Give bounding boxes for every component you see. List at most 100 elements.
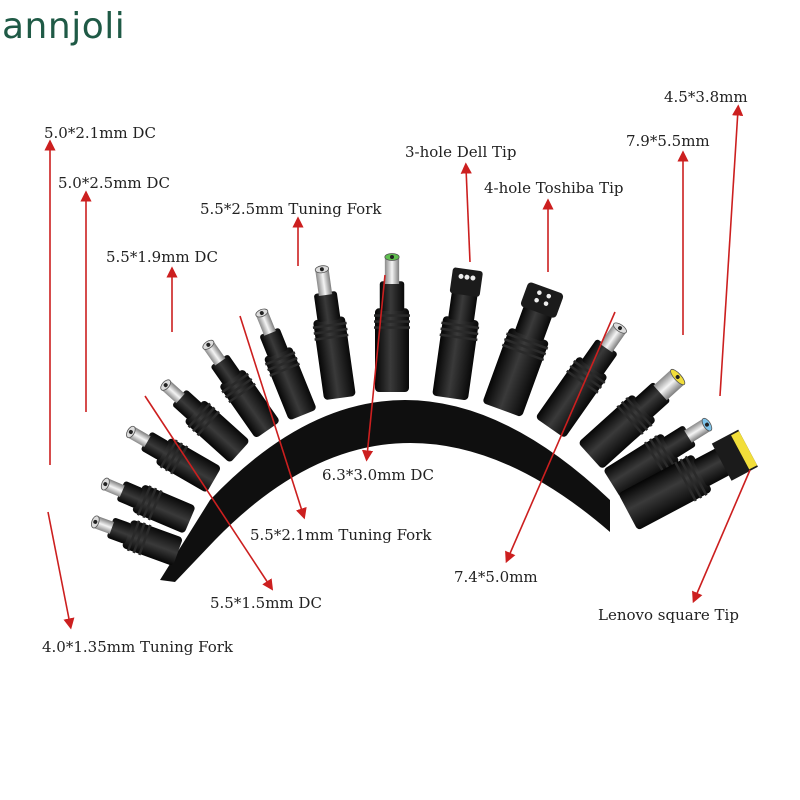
grip-rib [264, 351, 296, 366]
brand-logo: annjoli [2, 6, 126, 47]
toshiba-pin-hole [543, 301, 549, 306]
connector-5-5x1-5 [160, 379, 249, 462]
connector-4-0x1-35 [90, 515, 183, 565]
lenovo-tip [711, 429, 758, 481]
arrow-4-5x3-8 [719, 104, 744, 397]
connector-neck [515, 305, 552, 342]
connector-5-5x2-1 [255, 308, 316, 420]
connector-6-3x3-0 [374, 253, 410, 392]
connector-5-5x2-5 [312, 265, 356, 400]
connector-7-9x5-5 [579, 368, 686, 468]
arrow-5-5x1-5 [144, 395, 274, 591]
connector-4-5x3-8 [604, 417, 713, 497]
connector-body [536, 357, 607, 437]
connector-neck [314, 291, 341, 322]
toshiba-pin-hole [537, 290, 542, 296]
tip-hole [675, 375, 680, 380]
label-4-hole-toshiba-tip: 4-hole Toshiba Tip [484, 179, 624, 197]
label-4-0x1-35-tuning-fork: 4.0*1.35mm Tuning Fork [42, 638, 234, 656]
grip-rib [674, 461, 697, 502]
label-4-5x3-8: 4.5*3.8mm [664, 88, 748, 106]
connector-body [122, 520, 183, 565]
grip-rib [187, 402, 211, 429]
arrow-5-5x2-1 [239, 315, 307, 520]
grip-rib [374, 326, 410, 329]
connector-body [432, 316, 479, 400]
grip-rib [654, 435, 676, 467]
connector-neck [260, 328, 288, 357]
grip-rib [503, 338, 547, 356]
connector-lenovo [619, 429, 758, 530]
tip-hole [206, 342, 211, 347]
grip-rib [269, 362, 300, 377]
label-3-hole-dell-tip: 3-hole Dell Tip [405, 143, 517, 161]
grip-rib [196, 410, 220, 437]
grip-rib [228, 382, 256, 404]
annotation-arrows [44, 104, 751, 630]
label-7-9x5-5: 7.9*5.5mm [626, 132, 710, 150]
grip-rib [679, 458, 703, 499]
grip-rib [616, 404, 644, 435]
connector-body [185, 401, 249, 462]
connector-body [375, 308, 409, 392]
dell-pin-hole [458, 273, 464, 279]
grip-rib [159, 439, 178, 469]
tip-hole [617, 326, 622, 331]
tip-hole [93, 519, 98, 524]
label-5-5x2-1-tuning-fork: 5.5*2.1mm Tuning Fork [250, 526, 432, 544]
connector-body [604, 434, 679, 497]
toshiba-pin-hole [534, 297, 539, 303]
connector-body [156, 438, 221, 492]
tip-hole [128, 430, 133, 434]
connector-dell [432, 267, 483, 400]
connector-toshiba [483, 282, 564, 417]
grip-rib [505, 332, 549, 350]
connector-neck [107, 518, 132, 544]
label-5-5x1-9-dc: 5.5*1.9mm DC [106, 248, 218, 266]
grip-rib [501, 343, 545, 362]
connector-tray [160, 400, 610, 582]
grip-rib [267, 356, 298, 372]
connector-5-0x2-5 [126, 425, 221, 492]
label-5-0x2-5-dc: 5.0*2.5mm DC [58, 174, 170, 192]
toshiba-pin-hole [546, 293, 552, 299]
tip-hole [704, 422, 709, 427]
connector-body [483, 328, 549, 417]
grip-rib [313, 327, 348, 335]
grip-rib [566, 369, 599, 394]
arrow-6-3x3-0 [361, 274, 386, 462]
connector-neck [379, 281, 405, 311]
lenovo-yellow-face [731, 431, 758, 470]
grip-rib [684, 455, 708, 496]
grip-rib [126, 520, 141, 552]
tip-hole [103, 482, 108, 487]
metal-tip [315, 268, 333, 296]
arrow-7-4x5-0 [505, 311, 616, 564]
grip-rib [439, 333, 478, 342]
grip-rib [136, 485, 152, 516]
grip-rib [314, 333, 349, 341]
grip-rib [440, 327, 479, 336]
grip-rib [374, 320, 410, 323]
tip-hole [319, 267, 324, 272]
grip-rib [569, 364, 603, 389]
grip-rib [643, 441, 666, 474]
grip-rib [620, 400, 649, 431]
arrow-4-0x1-35 [47, 511, 75, 630]
dell-pin-hole [464, 274, 470, 280]
label-lenovo-square-tip: Lenovo square Tip [598, 606, 739, 624]
tip-hole [259, 311, 264, 316]
grip-rib [132, 522, 146, 554]
connector-5-0x2-1 [100, 477, 195, 533]
grip-rib [312, 321, 347, 329]
label-5-5x1-5-dc: 5.5*1.5mm DC [210, 594, 322, 612]
grip-rib [374, 314, 410, 317]
connector-5-5x1-9 [202, 339, 279, 438]
grip-rib [147, 490, 163, 521]
grip-rib [224, 377, 253, 399]
arrow-3-hole-dell [460, 162, 472, 263]
toshiba-tip [520, 282, 564, 318]
grip-rib [138, 524, 152, 556]
connector-body [313, 316, 356, 400]
